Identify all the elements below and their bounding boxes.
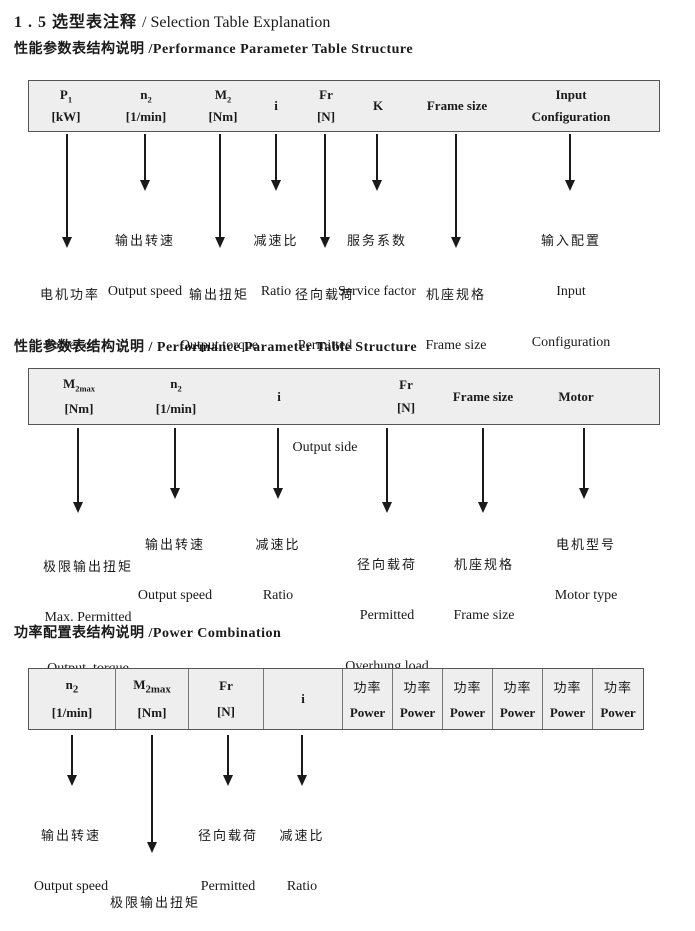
callout-service-factor: 服务系数 Service factor [337, 233, 417, 299]
callout-max-output-torque: 极限输出扭矩 Max. Permitted Output torque [109, 895, 201, 910]
down-arrow [579, 428, 589, 499]
section3-heading: 功率配置表结构说明 /Power Combination [14, 626, 282, 641]
header-cell-n2: n2[1/min] [155, 376, 197, 416]
down-arrow [382, 428, 392, 513]
header-cell-m2max: M2max[Nm] [116, 669, 189, 729]
header-cell-fr: Fr[N] [316, 87, 336, 124]
callout-ratio: 减速比 Ratio [279, 828, 325, 894]
callout-output-speed: 输出转速 Output speed [33, 828, 109, 894]
header-cell-k: K [372, 98, 384, 113]
down-arrow [147, 735, 157, 853]
callout-output-speed: 输出转速 Output speed [107, 233, 183, 299]
down-arrow [170, 428, 180, 499]
page-title-en: / Selection Table Explanation [142, 14, 331, 31]
performance-table-1: P1[kW] n2[1/min] M2[Nm] i Fr[N] K Frame … [28, 80, 660, 132]
down-arrow [67, 735, 77, 786]
down-arrow [215, 134, 225, 248]
header-cell-n2: n2[1/min] [29, 669, 116, 729]
header-cell-i: i [274, 98, 278, 113]
down-arrow [320, 134, 330, 248]
callout-ratio: 减速比 Ratio [255, 537, 301, 603]
down-arrow [140, 134, 150, 191]
down-arrow [451, 134, 461, 248]
callout-motor-type: 电机型号 Motor type [554, 537, 618, 603]
header-cell-m2: M2[Nm] [208, 86, 238, 125]
header-cell-p1: P1[kW] [51, 86, 81, 125]
performance-table-2: M2max[Nm] n2[1/min] i Fr[N] Frame size M… [28, 368, 660, 425]
header-cell-i: i [264, 669, 343, 729]
down-arrow [62, 134, 72, 248]
down-arrow [565, 134, 575, 191]
down-arrow [297, 735, 307, 786]
header-cell-fr: Fr[N] [189, 669, 264, 729]
callout-frame-size: 机座规格 Frame size [453, 557, 515, 623]
down-arrow [273, 428, 283, 499]
header-cell-frame-size: Frame size [452, 388, 514, 404]
down-arrow [73, 428, 83, 513]
section2-heading: 性能参数表结构说明 / Performance Parameter Table … [14, 340, 418, 355]
header-cell-n2: n2[1/min] [125, 86, 167, 125]
callout-input-configuration: 输入配置 Input Configuration [531, 233, 611, 350]
callout-frame-size: 机座规格 Frame size [425, 287, 487, 353]
header-cell-i: i [277, 388, 281, 404]
section1-heading: 性能参数表结构说明 /Performance Parameter Table S… [14, 42, 414, 57]
down-arrow [223, 735, 233, 786]
callout-output-speed: 输出转速 Output speed [137, 537, 213, 603]
header-cell-m2max: M2max[Nm] [62, 376, 96, 416]
page-title: 1 . 5 选型表注释/ Selection Table Explanation [14, 8, 330, 32]
page-title-zh: 1 . 5 选型表注释 [14, 14, 138, 31]
down-arrow [478, 428, 488, 513]
down-arrow [372, 134, 382, 191]
down-arrow [271, 134, 281, 191]
header-cell-frame-size: Frame size [426, 98, 488, 113]
callout-output-torque: 输出扭矩 Output torque [179, 287, 259, 353]
callout-ratio: 减速比 Ratio [253, 233, 299, 299]
header-cell-fr: Fr[N] [396, 376, 416, 416]
header-cell-motor: Motor [558, 388, 594, 404]
